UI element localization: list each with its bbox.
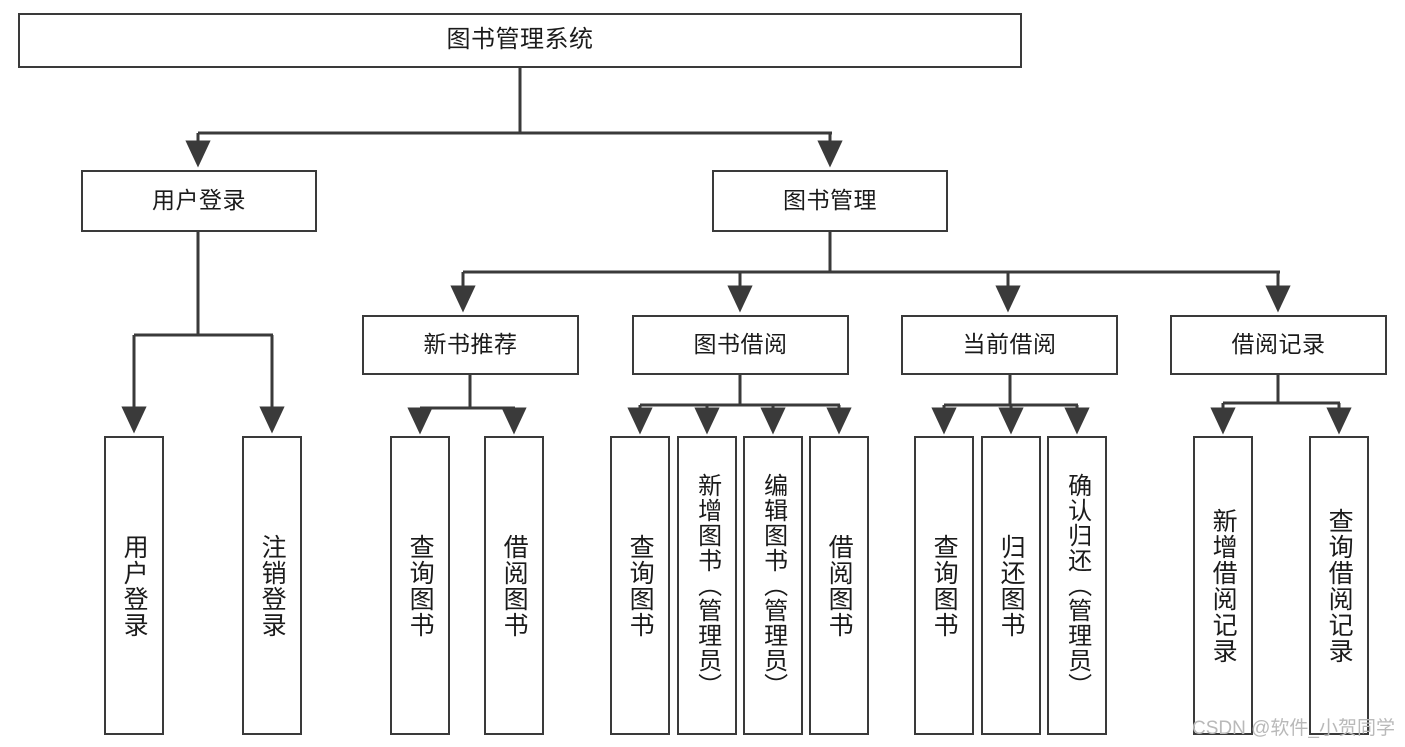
leaf-query-book-3-label: 查询图书 — [930, 533, 959, 638]
leaf-add-record[interactable]: 新增借阅记录 — [1193, 436, 1253, 735]
node-root[interactable]: 图书管理系统 — [18, 13, 1022, 68]
leaf-user-login-label: 用户登录 — [120, 533, 149, 638]
leaf-confirm-return-label: 确认归还（管理员） — [1063, 473, 1091, 698]
leaf-query-book-1[interactable]: 查询图书 — [390, 436, 450, 735]
node-current-borrow-label: 当前借阅 — [962, 331, 1057, 358]
node-book-borrow-label: 图书借阅 — [693, 331, 788, 358]
leaf-return-book[interactable]: 归还图书 — [981, 436, 1041, 735]
leaf-query-book-1-label: 查询图书 — [406, 533, 435, 638]
node-new-book-recommend[interactable]: 新书推荐 — [362, 315, 579, 375]
leaf-logout-label: 注销登录 — [258, 533, 287, 638]
leaf-query-book-2[interactable]: 查询图书 — [610, 436, 670, 735]
csdn-watermark: CSDN @软件_小贺同学 — [1192, 718, 1395, 739]
leaf-borrow-book-2[interactable]: 借阅图书 — [809, 436, 869, 735]
leaf-edit-book-label: 编辑图书（管理员） — [759, 473, 787, 698]
node-user-login[interactable]: 用户登录 — [81, 170, 317, 232]
node-book-manage[interactable]: 图书管理 — [712, 170, 948, 232]
leaf-return-book-label: 归还图书 — [997, 533, 1026, 638]
leaf-add-record-label: 新增借阅记录 — [1209, 507, 1238, 664]
leaf-user-login[interactable]: 用户登录 — [104, 436, 164, 735]
leaf-borrow-book-1-label: 借阅图书 — [500, 533, 529, 638]
leaf-query-record-label: 查询借阅记录 — [1325, 507, 1354, 664]
leaf-borrow-book-2-label: 借阅图书 — [825, 533, 854, 638]
node-current-borrow[interactable]: 当前借阅 — [901, 315, 1118, 375]
leaf-edit-book[interactable]: 编辑图书（管理员） — [743, 436, 803, 735]
leaf-confirm-return[interactable]: 确认归还（管理员） — [1047, 436, 1107, 735]
node-book-borrow[interactable]: 图书借阅 — [632, 315, 849, 375]
node-root-label: 图书管理系统 — [446, 26, 594, 54]
leaf-query-book-2-label: 查询图书 — [626, 533, 655, 638]
leaf-add-book[interactable]: 新增图书（管理员） — [677, 436, 737, 735]
node-book-manage-label: 图书管理 — [783, 187, 877, 214]
leaf-add-book-label: 新增图书（管理员） — [693, 473, 721, 698]
node-borrow-record[interactable]: 借阅记录 — [1170, 315, 1387, 375]
node-new-book-recommend-label: 新书推荐 — [423, 331, 518, 358]
leaf-logout[interactable]: 注销登录 — [242, 436, 302, 735]
node-borrow-record-label: 借阅记录 — [1231, 331, 1326, 358]
leaf-query-book-3[interactable]: 查询图书 — [914, 436, 974, 735]
leaf-query-record[interactable]: 查询借阅记录 — [1309, 436, 1369, 735]
node-user-login-label: 用户登录 — [152, 187, 246, 214]
leaf-borrow-book-1[interactable]: 借阅图书 — [484, 436, 544, 735]
